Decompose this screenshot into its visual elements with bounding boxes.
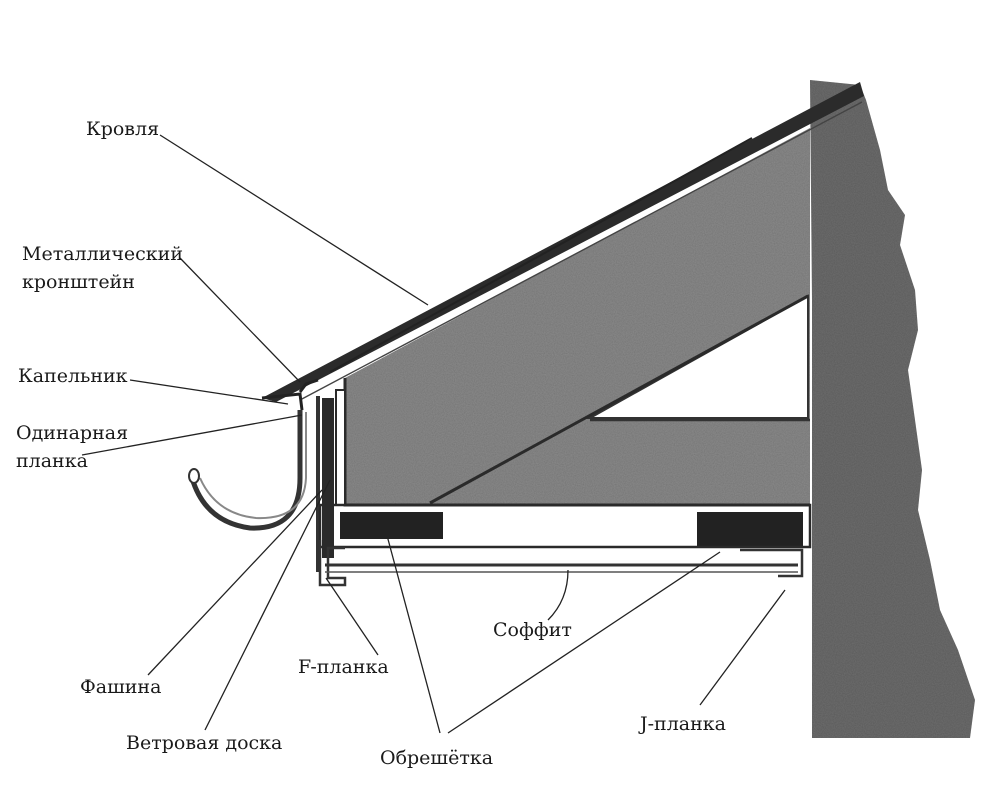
- label-wind-board: Ветровая доска: [126, 732, 283, 754]
- drip-edge: [261, 392, 304, 411]
- leader-roof: [159, 134, 429, 306]
- soffit-box: [318, 503, 812, 549]
- label-single-strip-line2: планка: [16, 450, 88, 472]
- leader-j-strip: [699, 589, 786, 706]
- rafter-body: [345, 128, 810, 505]
- leader-wind-board: [204, 479, 331, 731]
- leader-lines: [81, 134, 786, 734]
- gutter: [189, 410, 303, 531]
- wind-board: [316, 396, 320, 572]
- label-single-strip-line1: Одинарная: [16, 422, 129, 444]
- batten-right: [697, 512, 803, 548]
- rafter-brace: [429, 294, 809, 505]
- j-strip: [740, 548, 804, 578]
- label-soffit: Соффит: [493, 619, 572, 641]
- label-fascia: Фашина: [80, 676, 162, 698]
- gutter-inner: [199, 412, 307, 520]
- fascia-board: [322, 398, 334, 558]
- label-bracket-line2: кронштейн: [22, 271, 135, 293]
- batten-left: [340, 512, 443, 539]
- leader-soffit: [547, 569, 569, 621]
- f-strip: [318, 540, 347, 587]
- metal-bracket: [298, 378, 319, 393]
- wall: [810, 80, 975, 738]
- leader-bracket: [179, 257, 301, 383]
- gutter-lip: [188, 468, 200, 484]
- leader-battens-left: [384, 527, 441, 734]
- leader-drip: [129, 379, 289, 405]
- label-j-strip: J-планка: [640, 713, 726, 735]
- roofing-top-line: [329, 137, 753, 373]
- label-roof: Кровля: [86, 118, 160, 140]
- leader-single-strip: [81, 414, 303, 456]
- roofing-under-line: [299, 101, 863, 401]
- leader-f-strip: [325, 577, 379, 656]
- label-drip: Капельник: [18, 365, 128, 387]
- fascia-cover: [335, 389, 346, 506]
- label-bracket-line1: Металлический: [22, 243, 183, 265]
- label-battens: Обрешётка: [380, 747, 494, 769]
- leader-fascia: [147, 489, 323, 676]
- leader-battens-right: [447, 551, 721, 734]
- label-f-strip: F-планка: [298, 656, 389, 678]
